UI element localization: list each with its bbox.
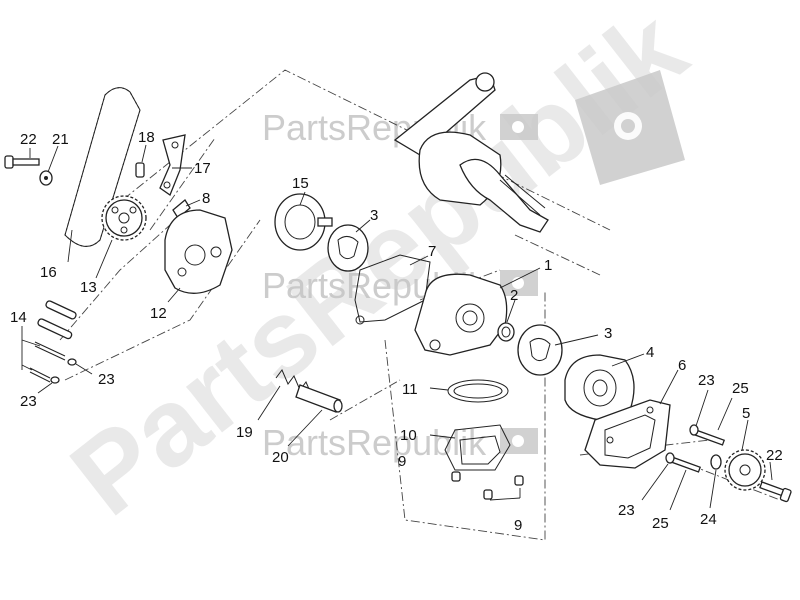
washer-23-left-b [50,376,60,384]
plate-3-lower [517,324,563,376]
crankshaft [393,72,549,233]
bolt-25-upper [693,429,726,446]
gasket-11 [447,379,509,403]
leader-lines [21,144,773,511]
callout-25-lower: 25 [652,515,669,532]
callout-19: 19 [236,424,253,441]
callout-16: 16 [40,264,57,281]
sprocket-13 [101,195,147,241]
callout-11: 11 [402,381,418,398]
washer-24 [710,454,722,470]
watermark-text: PartsRepublik [262,422,487,463]
plate-3-upper [327,224,369,272]
callout-2: 2 [510,287,518,304]
gear-flag-icon [500,428,538,454]
callout-7: 7 [428,243,436,260]
callout-5: 5 [742,405,750,422]
pump-rotor-15 [274,193,333,251]
stud-14-d [29,367,51,383]
pin-18 [135,162,145,178]
gear-flag-icon [575,70,685,185]
spring-19 [275,369,313,397]
callout-8: 8 [202,190,210,207]
callout-22-left: 22 [20,131,37,148]
washer-23-right-lower [665,452,675,464]
callout-9-lower: 9 [514,517,522,534]
pump-housing-1 [414,273,508,356]
bracket-8 [172,199,191,219]
callout-6: 6 [678,357,686,374]
callout-22-right: 22 [766,447,783,464]
washer-23-left-a [67,358,77,366]
bolt-14-b [37,318,73,340]
callout-12: 12 [150,305,167,322]
callout-4: 4 [646,344,654,361]
callout-17: 17 [194,160,211,177]
oil-pump-4 [564,354,635,421]
callout-15: 15 [292,175,309,192]
screw-9-c [514,475,524,486]
stud-14-c [34,341,66,361]
timing-chain [64,87,141,247]
callout-23-right-lower: 23 [618,502,635,519]
callout-20: 20 [272,449,289,466]
cover-plate-10 [444,424,511,471]
pump-cover-6 [584,399,671,469]
callout-24: 24 [700,511,717,528]
callout-labels: 22 21 18 17 8 15 3 7 1 2 3 4 6 11 10 16 … [10,129,783,534]
gasket-7 [354,254,431,325]
callout-1: 1 [544,257,552,274]
callout-13: 13 [80,279,97,296]
callout-23-left-a: 23 [98,371,115,388]
callout-23-right-upper: 23 [698,372,715,389]
bolt-25-lower [669,456,702,473]
washer-21 [39,170,53,186]
cover-12 [164,209,233,294]
callout-14: 14 [10,309,27,326]
chain-guide-17 [159,134,186,197]
callout-18: 18 [138,129,155,146]
screw-9-a [451,471,461,482]
screw-9-b [483,489,493,500]
callout-3-upper: 3 [370,207,378,224]
gear-flag-icon [500,270,538,296]
valve-piston-20 [295,384,343,413]
bolt-22-right [759,481,792,503]
callout-3-lower: 3 [604,325,612,342]
gear-flag-icon [500,114,538,140]
gear-5 [724,449,766,491]
callout-21: 21 [52,131,69,148]
o-ring-2 [497,322,515,342]
washer-23-right-upper [689,424,699,436]
bolt-14-a [45,300,77,320]
callout-10: 10 [400,427,417,444]
callout-25-upper: 25 [732,380,749,397]
bolt-22-left [4,155,40,169]
callout-9-upper: 9 [398,453,406,470]
callout-23-left-b: 23 [20,393,37,410]
